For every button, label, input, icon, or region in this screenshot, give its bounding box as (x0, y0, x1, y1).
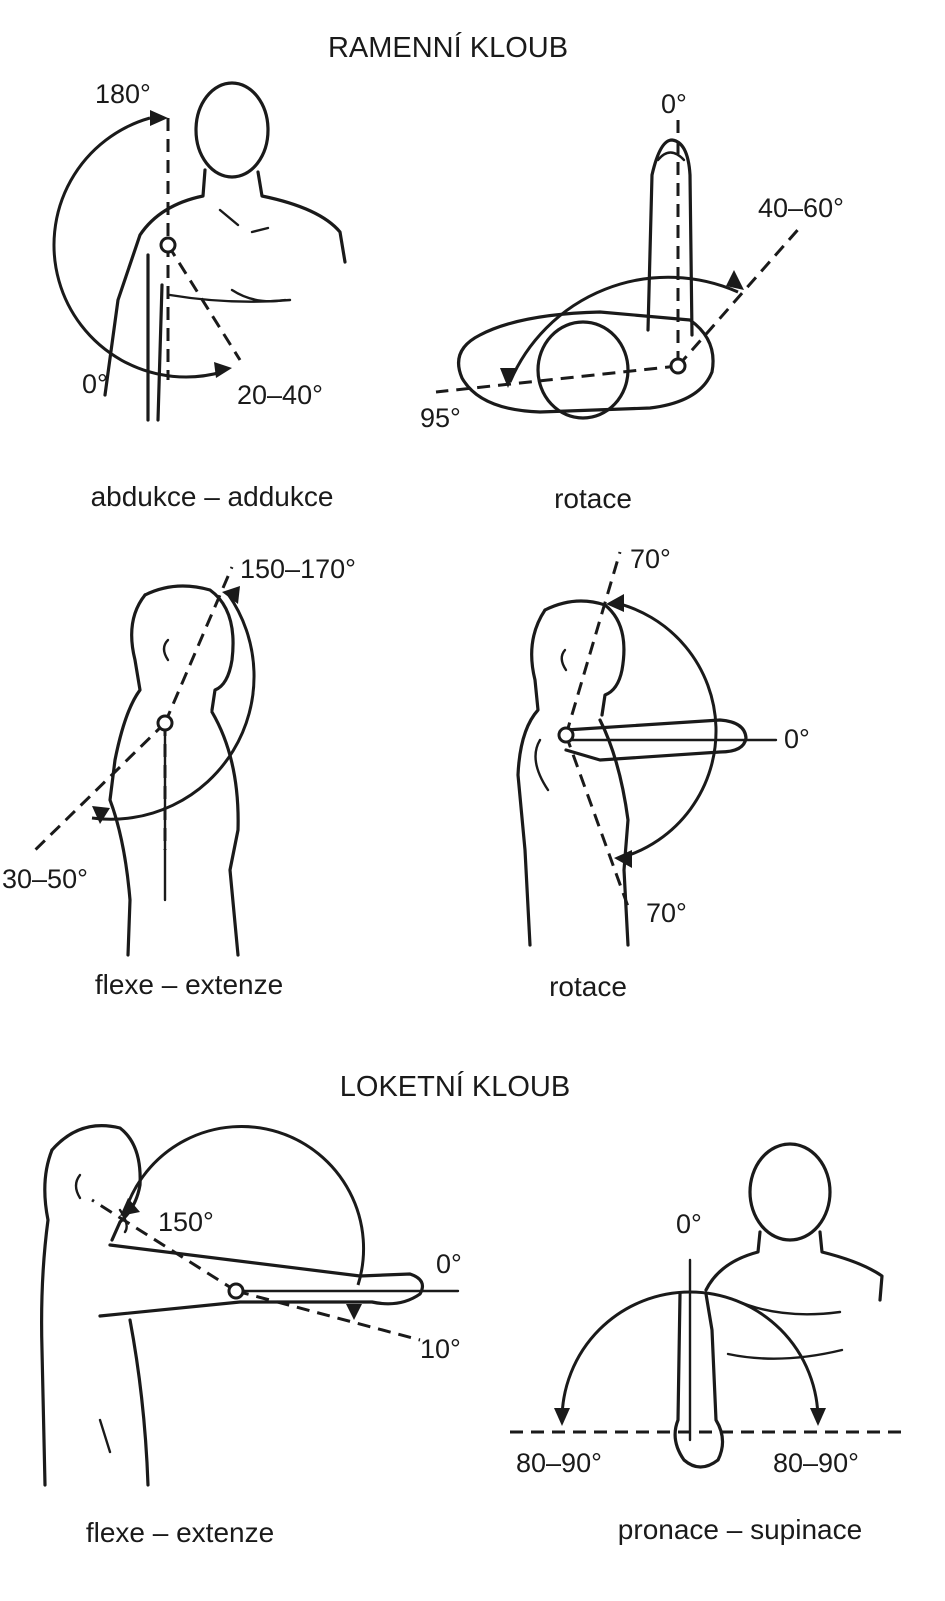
angle-label-0: 0° (676, 1209, 702, 1239)
shoulder-rotation-top-panel: 0° 40–60° 95° rotace (420, 89, 844, 514)
caption-pronation-supination: pronace – supinace (618, 1514, 862, 1545)
angle-label-150: 150° (158, 1207, 214, 1237)
angle-label-0: 0° (82, 369, 108, 399)
caption-rotation: rotace (549, 971, 627, 1002)
rotation-arc (611, 600, 718, 860)
arrowhead-180 (150, 110, 168, 126)
angle-label-20-40: 20–40° (237, 380, 323, 410)
front-torso-figure (103, 81, 347, 422)
arrowhead-0 (214, 362, 232, 378)
arrowhead-supination (810, 1408, 826, 1426)
shoulder-flexion-panel: 150–170° 30–50° flexe – extenze (2, 554, 356, 1000)
flexion-arc (123, 1124, 366, 1286)
upward-rotation-line (564, 551, 622, 736)
elbow-section-title: LOKETNÍ KLOUB (340, 1070, 570, 1103)
arrowhead-95 (500, 368, 516, 388)
arrowhead-70-down (614, 850, 632, 868)
shoulder-joint-marker (669, 357, 687, 375)
angle-label-70-up: 70° (630, 544, 671, 574)
angle-label-40-60: 40–60° (758, 193, 844, 223)
rotation-arc (508, 275, 739, 383)
flexion-line (163, 566, 234, 724)
shoulder-section-title: RAMENNÍ KLOUB (328, 31, 568, 64)
shoulder-abduction-panel: 180° 0° 20–40° abdukce – addukce (52, 79, 347, 512)
arrowhead-pronation (554, 1408, 570, 1426)
adduction-line (166, 244, 242, 361)
arrowhead-40-60 (726, 270, 744, 290)
elbow-joint-marker (227, 1282, 245, 1300)
shoulder-joint-marker (159, 236, 177, 254)
angle-label-0: 0° (784, 724, 810, 754)
side-torso-with-arm-figure (516, 599, 748, 947)
internal-rotation-line (435, 364, 679, 394)
arrowhead-30-50 (92, 806, 110, 824)
downward-rotation-line (564, 734, 632, 913)
flexion-arc (91, 593, 256, 821)
angle-label-0: 0° (436, 1249, 462, 1279)
external-rotation-line (676, 224, 804, 367)
hyperextension-line (235, 1289, 421, 1342)
caption-abduction-adduction: abdukce – addukce (91, 481, 334, 512)
flexion-line (91, 1198, 237, 1293)
arrowhead-150 (120, 1198, 140, 1216)
arrowhead-10 (346, 1304, 362, 1320)
angle-label-70-down: 70° (646, 898, 687, 928)
elbow-flexion-panel: 150° 0° 10° flexe – extenze (40, 1124, 462, 1548)
side-figure-arm-extended (40, 1124, 424, 1487)
caption-rotation: rotace (554, 483, 632, 514)
arrowhead-70-up (606, 594, 624, 612)
arrowhead-150-170 (222, 586, 240, 604)
extension-line (28, 721, 167, 857)
caption-flexion-extension: flexe – extenze (86, 1517, 274, 1548)
abduction-arc (52, 116, 223, 379)
caption-flexion-extension: flexe – extenze (95, 969, 283, 1000)
angle-label-150-170: 150–170° (240, 554, 356, 584)
angle-label-10: 10° (420, 1334, 461, 1364)
shoulder-joint-marker (156, 714, 174, 732)
forearm-rotation-panel: 0° 80–90° 80–90° pronace – supinace (510, 1142, 905, 1545)
angle-label-pronation: 80–90° (516, 1448, 602, 1478)
shoulder-joint-marker (557, 726, 575, 744)
front-figure-arm-raised (673, 1142, 884, 1469)
angle-label-supination: 80–90° (773, 1448, 859, 1478)
angle-label-30-50: 30–50° (2, 864, 88, 894)
angle-label-95: 95° (420, 403, 461, 433)
angle-label-180: 180° (95, 79, 151, 109)
angle-label-0: 0° (661, 89, 687, 119)
shoulder-rotation-side-panel: 70° 0° 70° rotace (516, 544, 810, 1002)
